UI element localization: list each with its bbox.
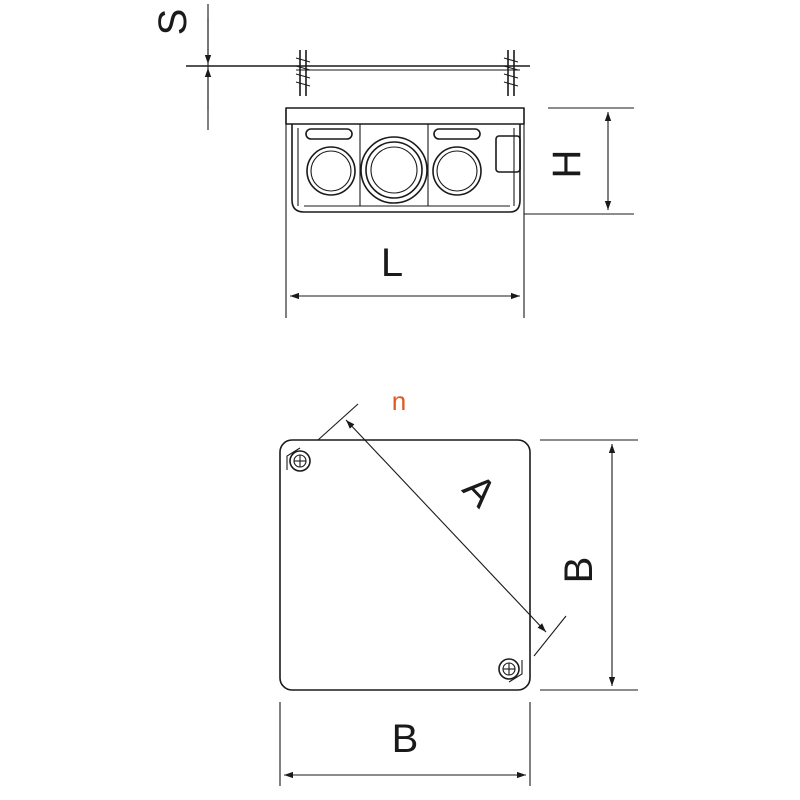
knockout-center [360,136,428,204]
label-n: n [392,386,406,416]
screw-head-bottom-right [498,658,523,683]
side-view: S H L [151,4,634,318]
dimension-l: L [285,110,525,318]
knockout-right [432,146,482,196]
screw-right [503,50,519,96]
knockout-left [306,146,356,196]
slot-left [305,128,353,140]
dimension-a: A [317,403,567,657]
label-l: L [381,241,403,285]
slot-right [433,128,481,140]
label-b-right: B [557,557,601,584]
box-body [291,124,521,213]
dimension-b-right: B [540,439,638,691]
screw-left [295,50,311,96]
label-h: H [545,150,589,179]
side-boss [495,135,521,173]
dimension-b-bottom: B [279,702,531,786]
top-view: A n B B [279,386,638,786]
dimension-h: H [524,107,634,215]
label-b-bottom: B [392,717,419,761]
screw-head-top-left [286,447,311,472]
label-s: S [151,9,195,36]
label-a: A [454,466,504,516]
box-rim [285,107,525,125]
dimension-s: S [151,4,212,130]
